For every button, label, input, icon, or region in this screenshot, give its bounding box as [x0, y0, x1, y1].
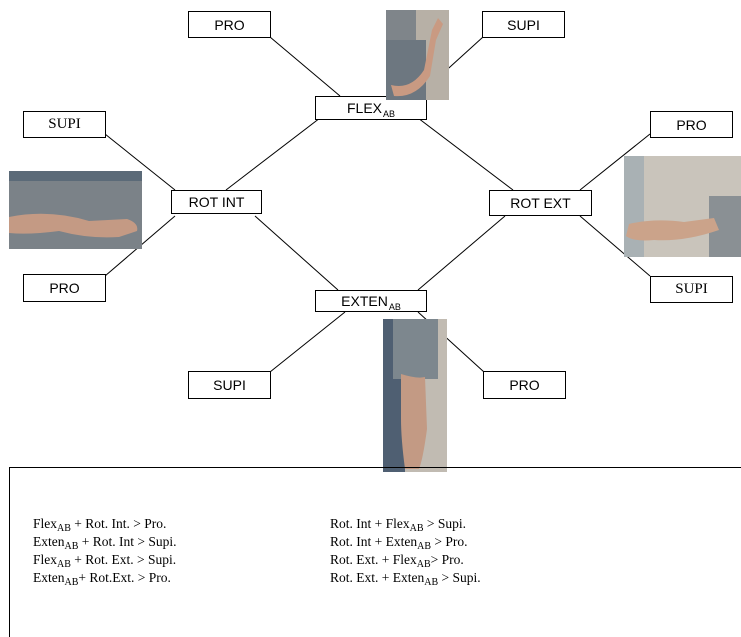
leaf-rotext-supi-label: SUPI	[675, 281, 708, 297]
edge-flex-pro	[269, 36, 341, 97]
rule-right-1-b: > Supi.	[423, 516, 467, 531]
leaf-exten-pro: PRO	[483, 371, 566, 399]
leaf-flex-pro: PRO	[188, 11, 271, 38]
rule-left-4: ExtenAB+ Rot.Ext. > Pro.	[33, 570, 177, 588]
leaf-rotint-supi-label: SUPI	[48, 116, 81, 132]
node-rot-ext-label: ROT EXT	[510, 195, 571, 211]
leaf-flex-supi: SUPI	[482, 11, 565, 38]
node-exten-label: EXTEN	[341, 293, 388, 309]
edge-rotext-exten	[417, 215, 506, 291]
node-rot-int-label: ROT INT	[188, 194, 245, 210]
rule-left-2-b: + Rot. Int > Supi.	[78, 534, 177, 549]
rule-left-2-a: Exten	[33, 534, 65, 549]
rule-left-2-sub: AB	[64, 541, 79, 552]
rule-right-2-b: > Pro.	[431, 534, 468, 549]
edge-flex-rotint	[225, 117, 321, 191]
rule-right-4-a: Rot. Ext. + Exten	[330, 570, 425, 585]
rule-right-2-a: Rot. Int + Exten	[330, 534, 418, 549]
node-flex-sub: AB	[383, 109, 396, 119]
rule-right-1: Rot. Int + FlexAB > Supi.	[330, 516, 481, 534]
leaf-rotint-pro: PRO	[23, 274, 106, 302]
edge-flex-rotext	[417, 117, 514, 191]
rules-panel	[9, 467, 741, 637]
edge-rotext-pro	[579, 133, 651, 191]
node-rot-int: ROT INT	[171, 190, 262, 214]
photo-exten	[383, 319, 447, 472]
leaf-exten-pro-label: PRO	[509, 377, 540, 393]
leaf-rotint-supi: SUPI	[23, 111, 106, 138]
rule-right-2: Rot. Int + ExtenAB > Pro.	[330, 534, 481, 552]
leaf-flex-pro-label: PRO	[214, 16, 245, 33]
leaf-rotext-pro-label: PRO	[676, 116, 707, 133]
rule-right-3-sub: AB	[416, 559, 431, 570]
rule-left-1-sub: AB	[57, 523, 71, 534]
rule-left-4-b: + Rot.Ext. > Pro.	[78, 570, 171, 585]
node-flex-label: FLEX	[346, 100, 382, 116]
rule-right-4-b: > Supi.	[438, 570, 481, 585]
node-exten-sub: AB	[388, 302, 401, 312]
rule-right-2-sub: AB	[417, 541, 432, 552]
rule-left-3-a: Flex	[33, 552, 58, 567]
rule-right-1-sub: AB	[409, 523, 424, 534]
rule-right-3-a: Rot. Ext. + Flex	[330, 552, 417, 567]
rule-right-3: Rot. Ext. + FlexAB> Pro.	[330, 552, 481, 570]
edge-rotext-supi	[579, 215, 651, 277]
rule-left-1: FlexAB + Rot. Int. > Pro.	[33, 516, 177, 534]
rule-left-2: ExtenAB + Rot. Int > Supi.	[33, 534, 177, 552]
rules-right-column: Rot. Int + FlexAB > Supi. Rot. Int + Ext…	[330, 516, 481, 588]
leaf-exten-supi: SUPI	[188, 371, 271, 399]
rule-left-1-a: Flex	[33, 516, 58, 531]
rule-right-3-b: > Pro.	[430, 552, 464, 567]
photo-rot-ext	[624, 156, 741, 257]
rule-right-4: Rot. Ext. + ExtenAB > Supi.	[330, 570, 481, 588]
edge-rotint-exten	[254, 215, 339, 291]
rule-left-4-a: Exten	[33, 570, 65, 585]
leaf-rotext-supi: SUPI	[650, 276, 733, 303]
rule-right-4-sub: AB	[424, 577, 439, 588]
photo-flex	[386, 10, 449, 100]
node-rot-ext: ROT EXT	[489, 190, 592, 216]
leaf-rotint-pro-label: PRO	[49, 280, 80, 296]
rule-left-3-b: + Rot. Ext. > Supi.	[70, 552, 177, 567]
leaf-rotext-pro: PRO	[650, 111, 733, 138]
rule-left-3-sub: AB	[57, 559, 71, 570]
edge-rotint-supi	[104, 133, 176, 191]
rule-left-3: FlexAB + Rot. Ext. > Supi.	[33, 552, 177, 570]
leaf-exten-supi-label: SUPI	[213, 377, 246, 393]
rules-left-column: FlexAB + Rot. Int. > Pro. ExtenAB + Rot.…	[33, 516, 177, 588]
rule-right-1-a: Rot. Int + Flex	[330, 516, 410, 531]
rule-left-4-sub: AB	[64, 577, 79, 588]
edge-exten-supi	[269, 311, 346, 373]
leaf-flex-supi-label: SUPI	[507, 16, 540, 33]
rule-left-1-b: + Rot. Int. > Pro.	[70, 516, 167, 531]
photo-rot-int	[9, 171, 142, 249]
